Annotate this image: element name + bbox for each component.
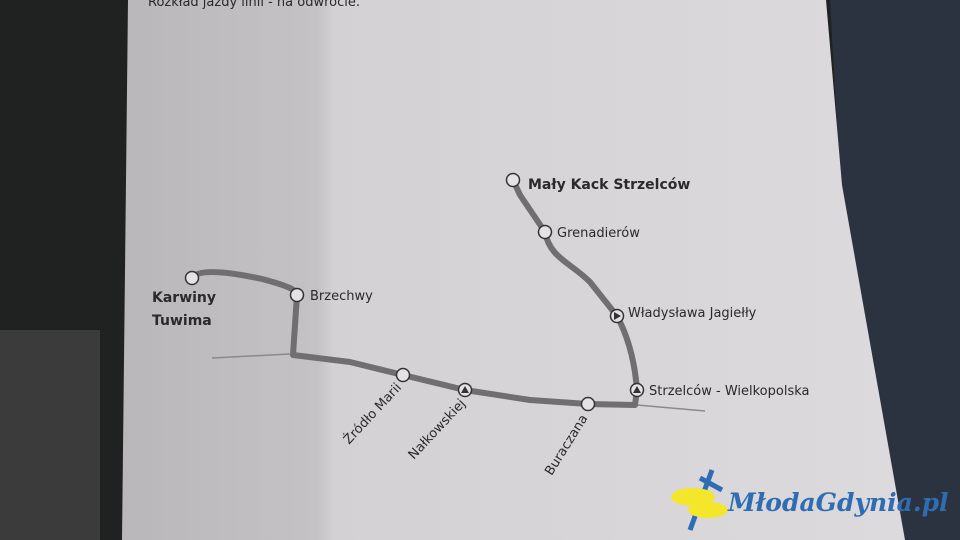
paper-sheet [122,0,905,540]
stop-grenadierow: Grenadierów [537,224,640,241]
svg-text:Tuwima: Tuwima [152,313,212,329]
svg-text:Władysława Jagiełły: Władysława Jagiełły [628,306,757,321]
stop-circle-icon [395,367,411,383]
background-object [0,330,100,540]
stop-wladyslawa-jagielly: Władysława Jagiełły [609,306,757,324]
svg-text:Karwiny: Karwiny [152,290,216,306]
stop-circle-icon [537,224,553,240]
svg-text:Brzechwy: Brzechwy [310,289,373,304]
stop-brzechwy: Brzechwy [289,287,373,304]
stop-circle-icon [580,396,596,412]
street-line [211,353,291,359]
fabric-background [830,0,960,540]
stop-circle-icon [184,270,200,286]
svg-text:Mały Kack Strzelców: Mały Kack Strzelców [528,177,690,193]
fish-icon [671,488,715,506]
stop-karwiny-tuwima: Karwiny Tuwima [152,270,216,329]
stop-strzelcow-wielkopolska: Strzelców - Wielkopolska [629,382,809,399]
svg-text:Strzelców - Wielkopolska: Strzelców - Wielkopolska [649,384,809,399]
stop-circle-icon [289,287,305,303]
stop-maly-kack-strzelcow: Mały Kack Strzelców [505,172,690,193]
watermark-text: MłodaGdynia.pl [727,488,949,517]
stop-circle-icon [505,172,521,188]
stop-triangle-icon [614,312,621,320]
watermark-logo: MłodaGdynia.pl [671,469,949,531]
header-text: Rozkład jazdy linii - na odwrocie. [148,0,360,10]
stop-triangle-icon [461,386,469,393]
svg-text:Grenadierów: Grenadierów [557,226,640,241]
street-line [636,404,706,412]
stop-triangle-icon [633,386,641,393]
